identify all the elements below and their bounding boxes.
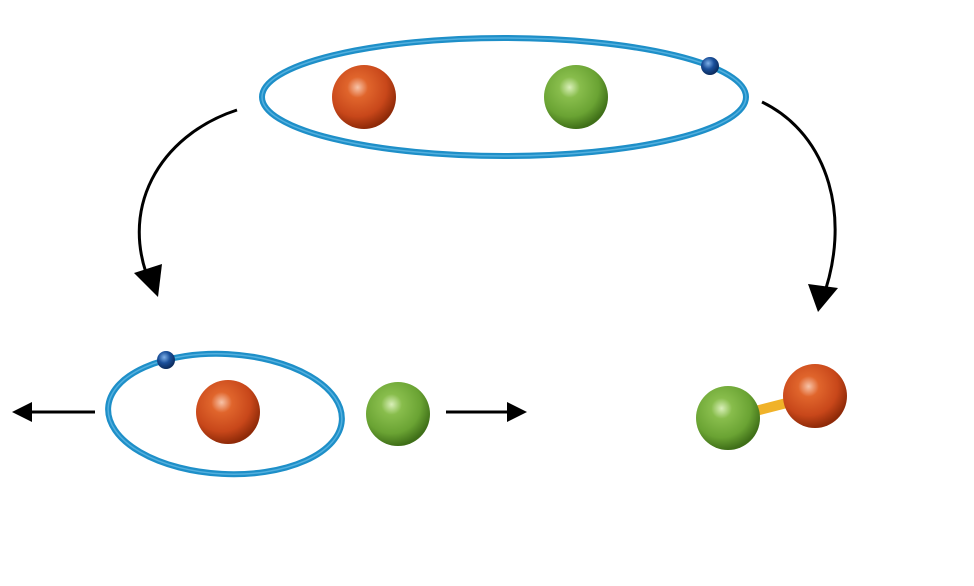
bottom-left-red-atom [196, 380, 260, 444]
top-molecule [259, 35, 749, 159]
right-outward-arrowhead [507, 402, 527, 422]
left-outward-arrowhead [12, 402, 32, 422]
bottom-left-green-atom [366, 382, 430, 446]
bonded-green-atom [696, 386, 760, 450]
right-curved-arrow [761, 100, 837, 301]
bonded-red-atom [783, 364, 847, 428]
left-curved-arrow [137, 108, 238, 291]
bottom-left-electron [157, 351, 175, 369]
bonded-molecule-panel [696, 364, 847, 450]
bottom-left-orbit-ring-highlight [107, 353, 343, 475]
transition-arrows [134, 100, 838, 312]
top-electron [701, 57, 719, 75]
right-curved-arrowhead [808, 284, 838, 312]
dissociation-panel [12, 350, 527, 478]
top-orbit-ring-highlight [261, 37, 747, 157]
top-red-atom [332, 65, 396, 129]
left-curved-arrowhead [134, 264, 162, 297]
top-green-atom [544, 65, 608, 129]
